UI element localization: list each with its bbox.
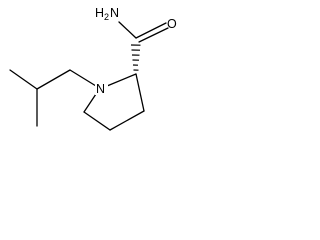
stereo-hashed-wedge [130,44,141,71]
bond-methine-methylene [36,69,71,90]
bond-c5-ring-n [83,93,97,113]
bond-carbonyl-double-b [138,27,169,43]
bond-carbonyl-double-a [135,22,167,39]
bond-carbonyl-amide-n [118,21,137,39]
bond-methylene-ring-n [69,69,97,87]
bond-c3-c4 [109,110,145,131]
bond-c4-c5 [83,111,111,131]
svg-text:2: 2 [104,12,109,22]
bond-alpha-carbon-c3 [135,73,145,112]
svg-text:N: N [110,6,119,20]
svg-text:H: H [95,6,104,20]
bond-methyl-upper [9,69,38,90]
ring-nitrogen-label: N [96,82,105,96]
structure-drawing: H 2 N O N [9,6,177,131]
amide-nh2-label: H 2 N [95,6,119,22]
carbonyl-oxygen-label: O [167,17,177,31]
bond-ring-n-alpha-carbon [106,73,137,87]
